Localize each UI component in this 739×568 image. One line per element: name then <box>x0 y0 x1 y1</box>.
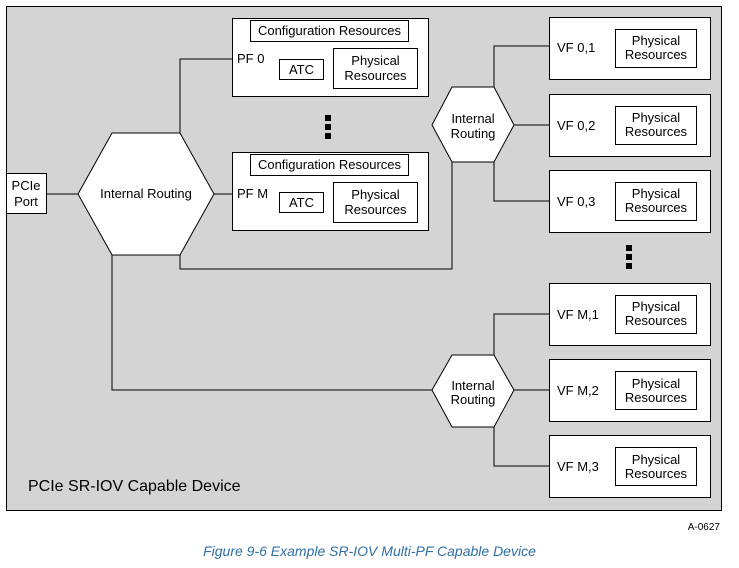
vf-0-2-label: VF 0,2 <box>557 118 595 133</box>
vf-0-1-physical-line1: Physical <box>632 33 681 48</box>
pf0-atc <box>279 59 324 80</box>
figure-caption: Figure 9-6 Example SR-IOV Multi-PF Capab… <box>203 543 536 559</box>
vf-internal-routing-hex-bottom <box>431 354 515 428</box>
pf-ellipsis <box>325 115 331 139</box>
pf0-physical-label-line2: Resources <box>344 68 407 83</box>
vf-m-2-physical-line1: Physical <box>632 376 681 391</box>
vf-0-2-physical-line1: Physical <box>632 110 681 125</box>
vf-routing-bottom-label-line1: Internal <box>451 378 494 393</box>
pf0-physical-label-line1: Physical <box>351 53 400 68</box>
main-internal-routing-label: Internal Routing <box>100 186 192 201</box>
connector-lines <box>47 45 549 467</box>
pfm-config-label: Configuration Resources <box>258 157 402 172</box>
main-internal-routing-hex <box>77 132 215 256</box>
vf-internal-routing-hex-top <box>431 86 515 163</box>
pfm-atc-label: ATC <box>289 195 314 210</box>
vf-m-3-physical-line1: Physical <box>632 452 681 467</box>
pcie-port-label-line2: Port <box>14 194 38 209</box>
vf-m-1-physical-line2: Resources <box>625 313 688 328</box>
pf0-label: PF 0 <box>237 51 264 66</box>
vf-m-3-physical-line2: Resources <box>625 466 688 481</box>
vf-routing-bottom-label-line2: Routing <box>451 392 496 407</box>
vf-0-1-physical-line2: Resources <box>625 47 688 62</box>
pfm-physical-resources <box>333 182 418 223</box>
vf-0-3-physical-resources <box>615 182 697 221</box>
pfm-physical-label-line1: Physical <box>351 187 400 202</box>
vf-0-1-physical-resources <box>615 29 697 68</box>
vf-m-2-label: VF M,2 <box>557 383 599 398</box>
vf-0-3-label: VF 0,3 <box>557 194 595 209</box>
vf-m-3-label: VF M,3 <box>557 459 599 474</box>
pfm-atc <box>279 192 324 213</box>
vf-m-1-physical-resources <box>615 295 697 334</box>
vf-routing-top-label-line1: Internal <box>451 111 494 126</box>
vf-m-1-label: VF M,1 <box>557 307 599 322</box>
vf-m-3-physical-resources <box>615 447 697 486</box>
vf-routing-top-label-line2: Routing <box>451 126 496 141</box>
vf-0-1-label: VF 0,1 <box>557 40 595 55</box>
vf-ellipsis <box>626 245 632 269</box>
vf-m-2-physical-line2: Resources <box>625 390 688 405</box>
vf-0-3-physical-line1: Physical <box>632 186 681 201</box>
pfm-physical-label-line2: Resources <box>344 202 407 217</box>
pf0-config-label: Configuration Resources <box>258 23 402 38</box>
device-label: PCIe SR-IOV Capable Device <box>28 478 241 495</box>
pfm-label: PF M <box>237 186 268 201</box>
vf-0-2-physical-resources <box>615 106 697 145</box>
vf-0-3-physical-line2: Resources <box>625 200 688 215</box>
pf0-atc-label: ATC <box>289 62 314 77</box>
figure-id: A-0627 <box>688 522 721 533</box>
pfm-config-resources <box>250 154 409 176</box>
vf-m-1-physical-line1: Physical <box>632 299 681 314</box>
vf-m-2-physical-resources <box>615 371 697 410</box>
pf0-config-resources <box>250 20 409 42</box>
vf-0-2-physical-line2: Resources <box>625 124 688 139</box>
pcie-port-label-line1: PCIe <box>12 178 41 193</box>
pcie-port-box <box>6 173 47 214</box>
pf0-physical-resources <box>333 48 418 89</box>
